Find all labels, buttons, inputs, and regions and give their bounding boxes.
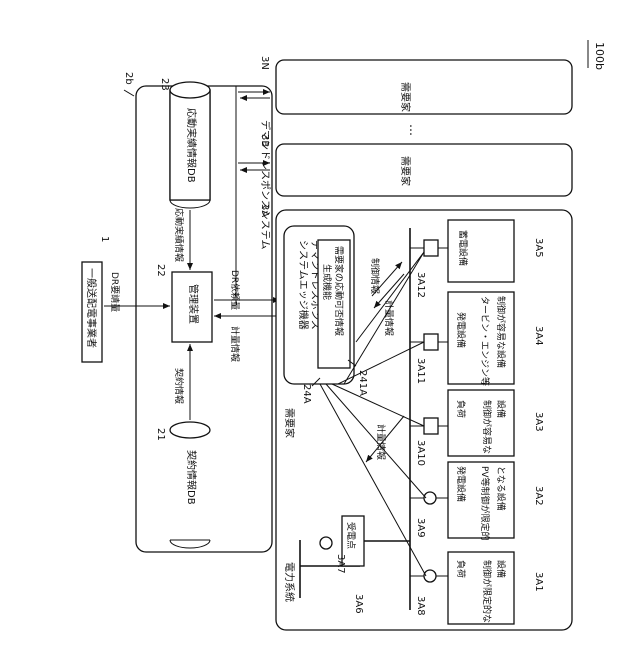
- node-3a7: [320, 537, 332, 549]
- utility-ref: 1: [99, 236, 110, 242]
- node-3a11-label: 3A11: [415, 358, 426, 384]
- node-3a7-label: 3A7: [335, 554, 346, 574]
- dr-order-label: DR依頼量: [229, 270, 241, 310]
- contract-db-ref: 21: [155, 428, 166, 441]
- customer-3b-label: 需要家: [399, 156, 412, 186]
- node-3a9-label: 3A9: [415, 518, 426, 538]
- node-3a11: [424, 334, 438, 350]
- contract-info-label: 契約情報: [173, 368, 185, 404]
- equipment-3a4-ref: 3A4: [533, 326, 544, 346]
- equipment-3a3-line2: 制御が容易な: [481, 400, 493, 454]
- equipment-3a2-line2: PV等制御が限定的: [479, 466, 491, 541]
- response-db-label: 応動実績情報DB: [185, 108, 198, 183]
- utility-label: 一般送配電事業者: [85, 268, 98, 348]
- customer-3n-label: 需要家: [399, 82, 412, 112]
- customer-3n-ref: 3N: [259, 56, 270, 70]
- equipment-3a5-line1: 蓄電設備: [457, 230, 469, 266]
- customer-3a-label: 需要家: [283, 408, 296, 438]
- manager-ref: 22: [155, 264, 166, 277]
- customers-ellipsis: …: [407, 124, 421, 136]
- manager-label: 管理装置: [187, 284, 200, 324]
- customer-3n-box: [276, 60, 572, 114]
- receiving-ref: 3A6: [353, 594, 364, 614]
- equipment-3a1-line3: 設備: [495, 560, 507, 578]
- contract-db-label: 契約情報DB: [185, 450, 198, 505]
- node-3a10: [424, 418, 438, 434]
- node-3a10-label: 3A10: [415, 440, 426, 466]
- equipment-3a3-ref: 3A3: [533, 412, 544, 432]
- equipment-3a3-line1: 負荷: [455, 400, 467, 418]
- equipment-3a2-line3: となる設備: [495, 466, 507, 511]
- receiving-label: 受電点: [345, 522, 357, 549]
- equipment-3a2-ref: 3A2: [533, 486, 544, 506]
- equipment-3a2-line1: 発電設備: [455, 466, 467, 502]
- customer-3a-ref: 3A: [259, 204, 270, 217]
- equipment-3a1-line2: 制御が限定的な: [481, 560, 493, 623]
- customer-3b-box: [276, 144, 572, 196]
- control-info-label: 制御情報: [369, 258, 381, 294]
- system-ref: 2b: [123, 72, 134, 85]
- meter-info-label-3a10: 計量情報: [375, 424, 387, 460]
- meter-info-label-edge: 計量情報: [229, 326, 241, 362]
- system-ref-leader: [124, 90, 134, 96]
- equipment-3a4-line3: 制御が容易な設備: [495, 296, 507, 368]
- edge-ref: 24A: [301, 384, 312, 404]
- equipment-3a4-line2: タービン・エンジン等: [479, 296, 491, 386]
- edge-func-1: 需要家の応動可否情報: [333, 246, 345, 336]
- node-3a12-label: 3A12: [415, 272, 426, 298]
- node-3a12: [424, 240, 438, 256]
- customer-3b-ref: 3B: [259, 134, 270, 147]
- edge-func-2: 生成機能: [321, 264, 333, 300]
- dr-request-label: DR要請量: [109, 272, 121, 312]
- equipment-3a5-ref: 3A5: [533, 238, 544, 258]
- meter-info-label-3a12: 計量情報: [383, 300, 395, 336]
- response-info-label: 応動実績情報: [173, 208, 185, 262]
- equipment-3a1-line1: 負荷: [455, 560, 467, 578]
- equipment-3a1-ref: 3A1: [533, 572, 544, 592]
- edge-title-2: システムエッジ機器: [297, 240, 310, 330]
- equipment-3a4-line1: 発電設備: [455, 312, 467, 348]
- figure-id: 100b: [593, 42, 606, 70]
- grid-label: 電力系統: [283, 562, 296, 602]
- equipment-3a3-line3: 設備: [495, 400, 507, 418]
- node-3a8-label: 3A8: [415, 596, 426, 616]
- response-db-ref: 23: [159, 78, 170, 91]
